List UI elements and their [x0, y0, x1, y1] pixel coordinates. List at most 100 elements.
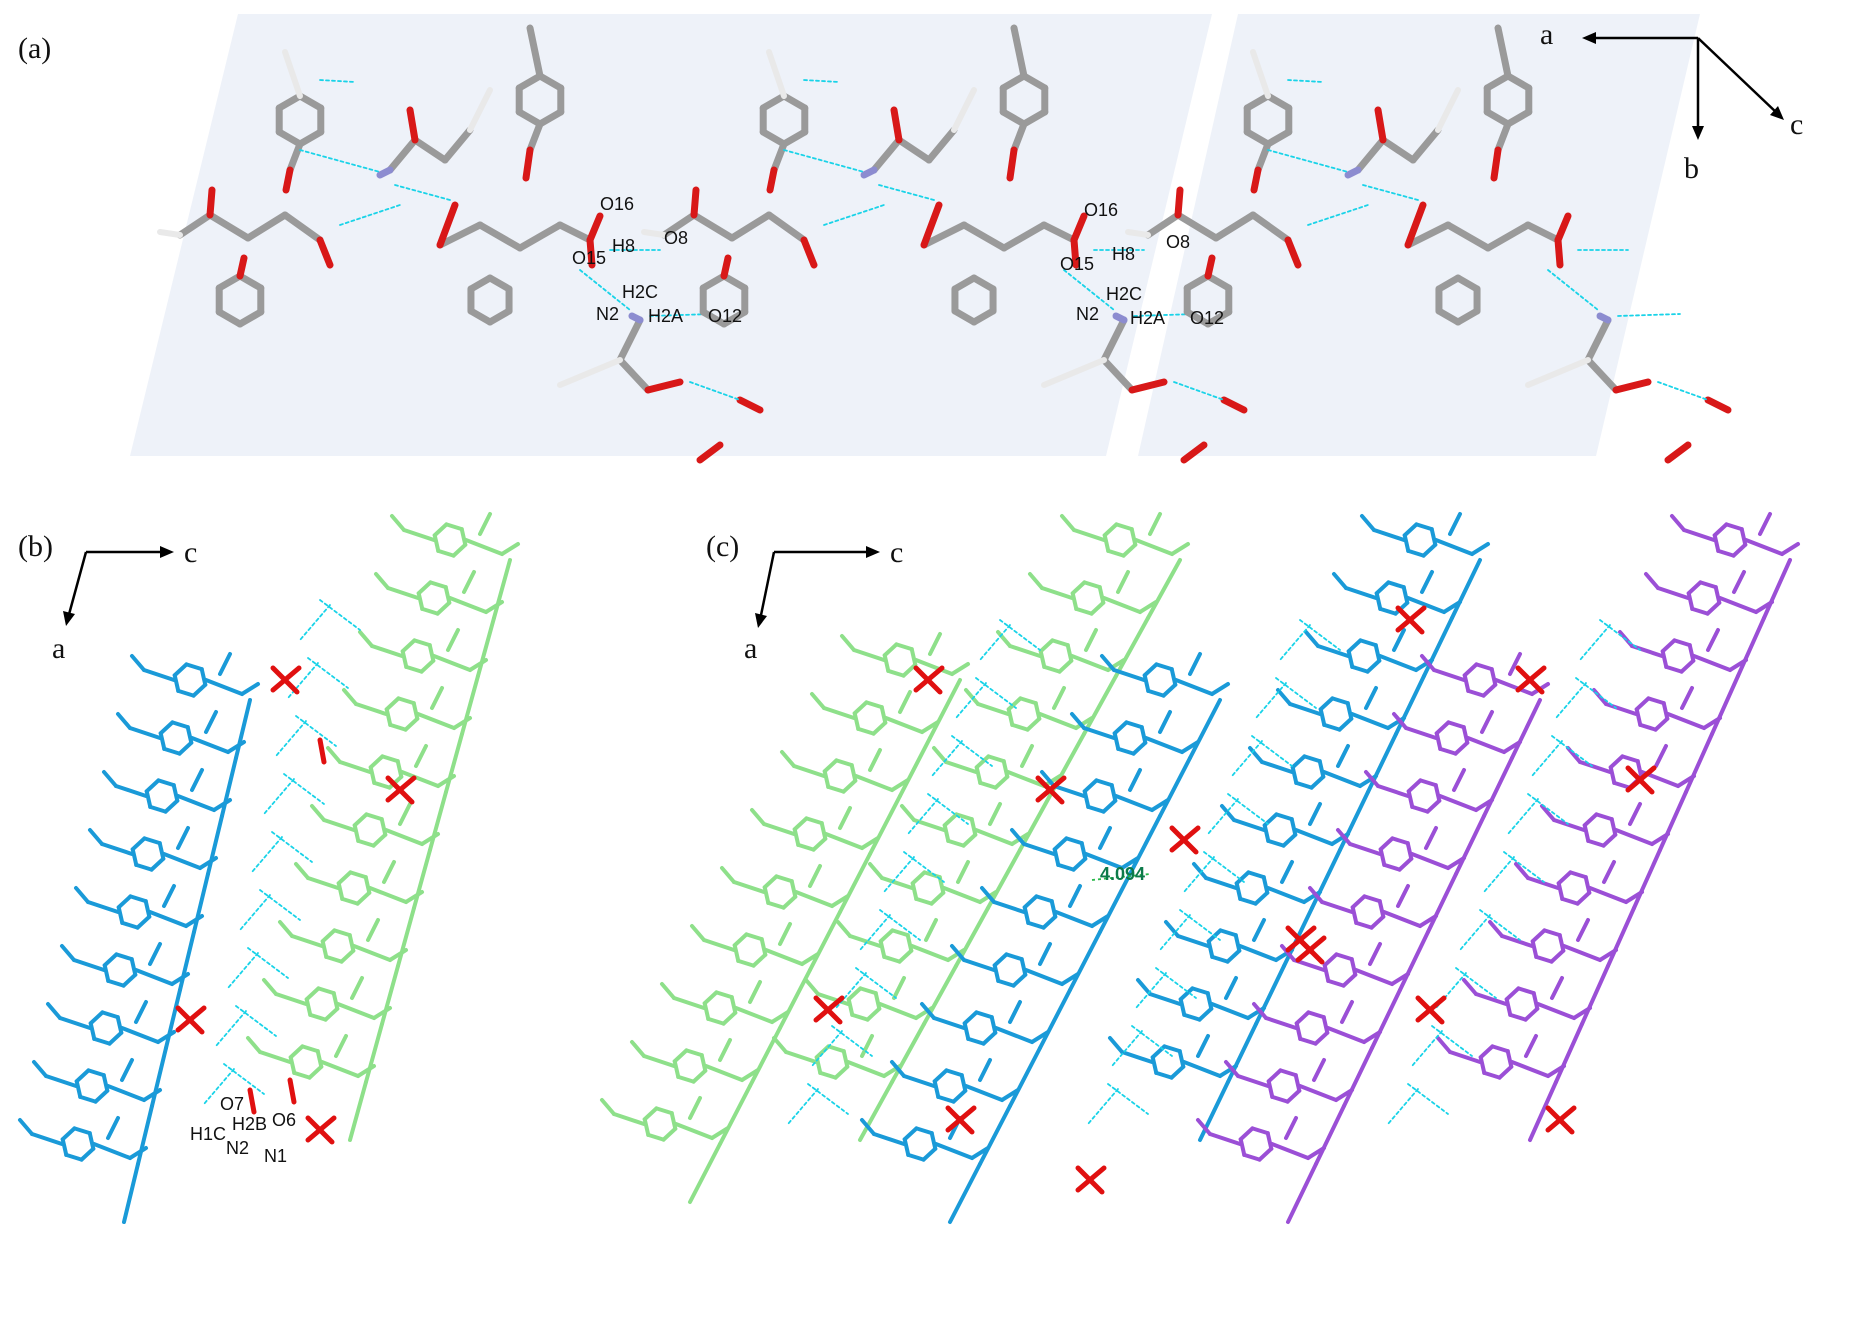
aromatic-ring [932, 1079, 941, 1099]
substituent [1264, 1016, 1298, 1030]
aromatic-ring [1056, 862, 1076, 872]
aromatic-ring [1210, 954, 1230, 964]
methyl [920, 720, 940, 734]
aromatic-ring [1082, 580, 1102, 590]
aromatic-ring [324, 954, 344, 964]
substituent [974, 828, 1014, 846]
atom-label-O15: O15 [572, 248, 606, 268]
aromatic-ring [1162, 1044, 1182, 1054]
aromatic-ring [368, 765, 377, 785]
aromatic-ring [959, 1073, 968, 1093]
layer-plane-3 [1138, 14, 1700, 456]
aromatic-ring [1575, 890, 1592, 906]
hydrogen-bond [1459, 914, 1491, 951]
h-stick [1224, 976, 1238, 1000]
substituent [148, 910, 188, 928]
substituent [934, 1142, 974, 1160]
solvent-molecule [1545, 1105, 1577, 1133]
hydrogen-bond [283, 773, 325, 805]
substituent [1494, 678, 1534, 696]
aromatic-ring [86, 1068, 106, 1078]
aromatic-ring [1089, 600, 1106, 616]
aromatic-ring [762, 874, 779, 890]
aromatic-ring [890, 928, 910, 938]
backbone [1736, 616, 1766, 678]
c-c-bond [1010, 120, 1028, 154]
aromatic-ring [372, 780, 392, 790]
methyl [720, 866, 736, 884]
substituent [1054, 910, 1094, 928]
aromatic-ring [1298, 1036, 1318, 1046]
aromatic-ring [352, 812, 369, 828]
substituent [290, 934, 324, 948]
methyl [1676, 774, 1696, 788]
aromatic-ring [1712, 533, 1721, 553]
backbone [1342, 1046, 1374, 1108]
aromatic-ring [986, 754, 1006, 764]
aromatic-ring [72, 1126, 92, 1136]
aromatic-ring [300, 1044, 320, 1054]
methyl [388, 948, 408, 962]
backbone [1710, 674, 1740, 736]
backbone [1286, 1162, 1318, 1224]
hydrogen-bond [1362, 184, 1419, 201]
methyl [500, 542, 520, 556]
aromatic-ring [87, 1131, 96, 1151]
methyl [600, 1098, 616, 1116]
aromatic-ring [162, 746, 182, 756]
aromatic-ring [315, 1049, 324, 1069]
aromatic-ring [929, 1131, 938, 1151]
substituent [1344, 586, 1378, 600]
aromatic-ring [1534, 954, 1554, 964]
h-stick [1524, 1034, 1538, 1058]
solvent-molecule [305, 1115, 337, 1143]
substituent [1500, 934, 1534, 948]
aromatic-ring [304, 997, 313, 1017]
aromatic-ring [1161, 682, 1178, 698]
aromatic-ring [1705, 600, 1722, 616]
panel-a-label: (a) [18, 32, 51, 65]
substituent [1744, 538, 1784, 556]
h-stick [868, 748, 882, 772]
hydrogen-bond [807, 1083, 849, 1115]
backbone [281, 211, 324, 244]
aromatic-ring [792, 816, 809, 832]
hydrogen-bond [835, 972, 867, 1009]
methyl [1624, 890, 1644, 904]
carbonyl [644, 378, 684, 394]
aromatic-ring [1350, 905, 1359, 925]
h-stick [1340, 1000, 1354, 1024]
aromatic-ring [1109, 783, 1118, 803]
aromatic-ring [384, 696, 401, 712]
aromatic-ring [1019, 957, 1028, 977]
methyl [1474, 798, 1494, 812]
backbone [192, 872, 210, 934]
substituent [1236, 1074, 1270, 1088]
aromatic-ring [1350, 894, 1367, 910]
substituent [190, 736, 230, 754]
hydrogen-bond [1575, 677, 1617, 709]
backbone [858, 1080, 894, 1142]
substituent [764, 948, 804, 966]
methyl [804, 978, 820, 996]
backbone [1144, 211, 1182, 239]
aromatic-ring [1653, 716, 1670, 732]
aromatic-ring [158, 720, 175, 736]
substituent [902, 1074, 936, 1088]
hydrogen-bond [247, 947, 289, 979]
h-stick [398, 802, 412, 826]
atom-label-O8: O8 [1166, 232, 1190, 252]
aromatic-ring [878, 939, 887, 959]
substituent [1604, 702, 1638, 716]
methyl [404, 890, 424, 904]
backbone [1366, 732, 1398, 794]
aromatic-ring [661, 1126, 678, 1142]
backbone [925, 126, 958, 164]
backbone [1422, 616, 1454, 678]
aromatic-ring [1461, 725, 1470, 745]
carbonyl [1554, 212, 1572, 244]
aromatic-ring [1341, 972, 1358, 988]
methyl [1670, 514, 1686, 532]
molecular-unit [157, 24, 764, 464]
h-stick [382, 860, 396, 884]
